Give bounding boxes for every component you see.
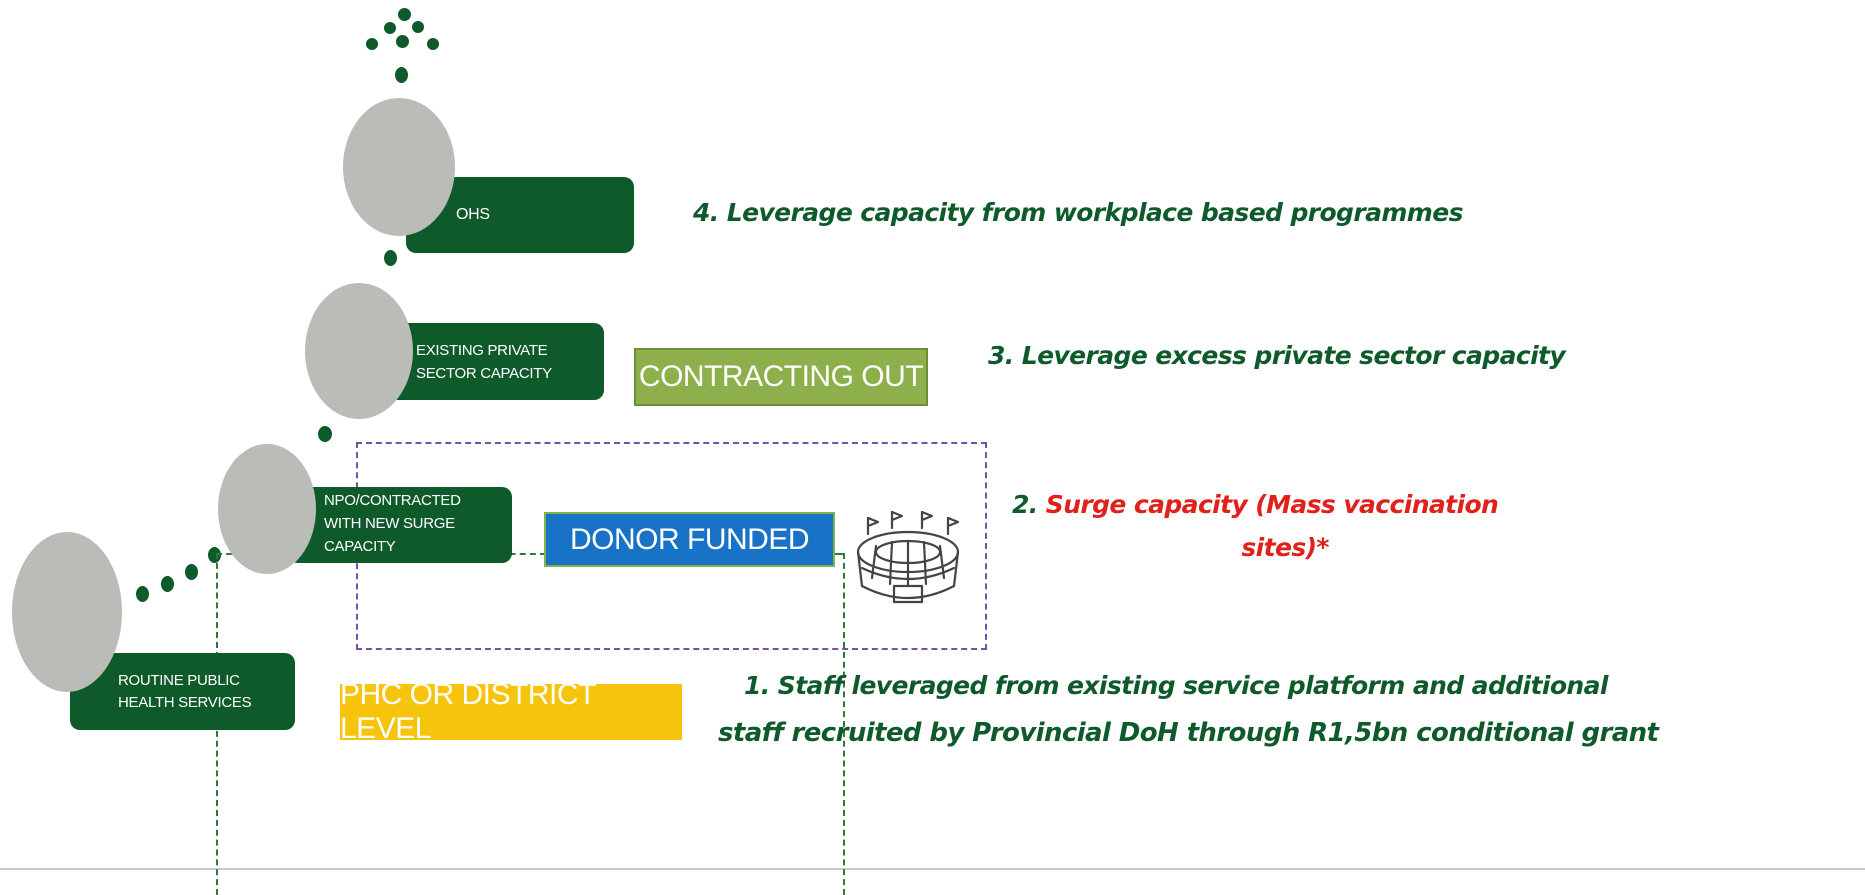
- footer-divider: [0, 868, 1865, 870]
- connector-line: [833, 553, 843, 555]
- tier-routine-label: ROUTINE PUBLIC HEALTH SERVICES: [118, 671, 252, 711]
- tag-donor-label: DONOR FUNDED: [570, 522, 810, 556]
- tier-private-label-2: SECTOR CAPACITY: [416, 364, 552, 382]
- tier-npo-label-3: CAPACITY: [324, 538, 396, 555]
- stadium-icon: [856, 510, 960, 604]
- tier-npo-label-2: WITH NEW SURGE: [324, 515, 455, 532]
- tier-npo-contracted: NPO/CONTRACTED WITH NEW SURGE CAPACITY: [288, 487, 512, 563]
- tier-npo-label-1: NPO/CONTRACTED: [324, 492, 461, 509]
- tier-ohs-circle: [343, 98, 455, 236]
- tier-private-label-1: EXISTING PRIVATE: [416, 341, 548, 359]
- description-staff-line-1: 1. Staff leveraged from existing service…: [744, 671, 1608, 700]
- connector-line: [843, 553, 845, 895]
- description-surge-red-2: sites)*: [1241, 533, 1329, 562]
- tier-ohs-label: OHS: [456, 206, 490, 223]
- tier-routine-circle: [12, 532, 122, 692]
- description-surge-red-1: Surge capacity (Mass vaccination: [1045, 490, 1499, 519]
- description-staff-line-2: staff recruited by Provincial DoH throug…: [718, 718, 1659, 748]
- tag-donor-funded: DONOR FUNDED: [544, 512, 835, 567]
- tag-phc-district-level: PHC OR DISTRICT LEVEL: [340, 678, 682, 745]
- description-surge-capacity: 2. Surge capacity (Mass vaccination site…: [1012, 483, 1499, 569]
- tag-phc-label: PHC OR DISTRICT LEVEL: [340, 678, 596, 745]
- tier-npo-circle: [218, 444, 316, 574]
- tag-contracting-label: CONTRACTING OUT: [638, 360, 924, 393]
- description-workplace-programmes: 4. Leverage capacity from workplace base…: [693, 198, 1463, 227]
- description-private-sector: 3. Leverage excess private sector capaci…: [988, 341, 1566, 370]
- tier-private-sector: EXISTING PRIVATE SECTOR CAPACITY: [386, 323, 604, 400]
- description-surge-prefix: 2.: [1012, 490, 1046, 519]
- tag-contracting-out: CONTRACTING OUT: [634, 348, 928, 406]
- tier-private-circle: [305, 283, 413, 419]
